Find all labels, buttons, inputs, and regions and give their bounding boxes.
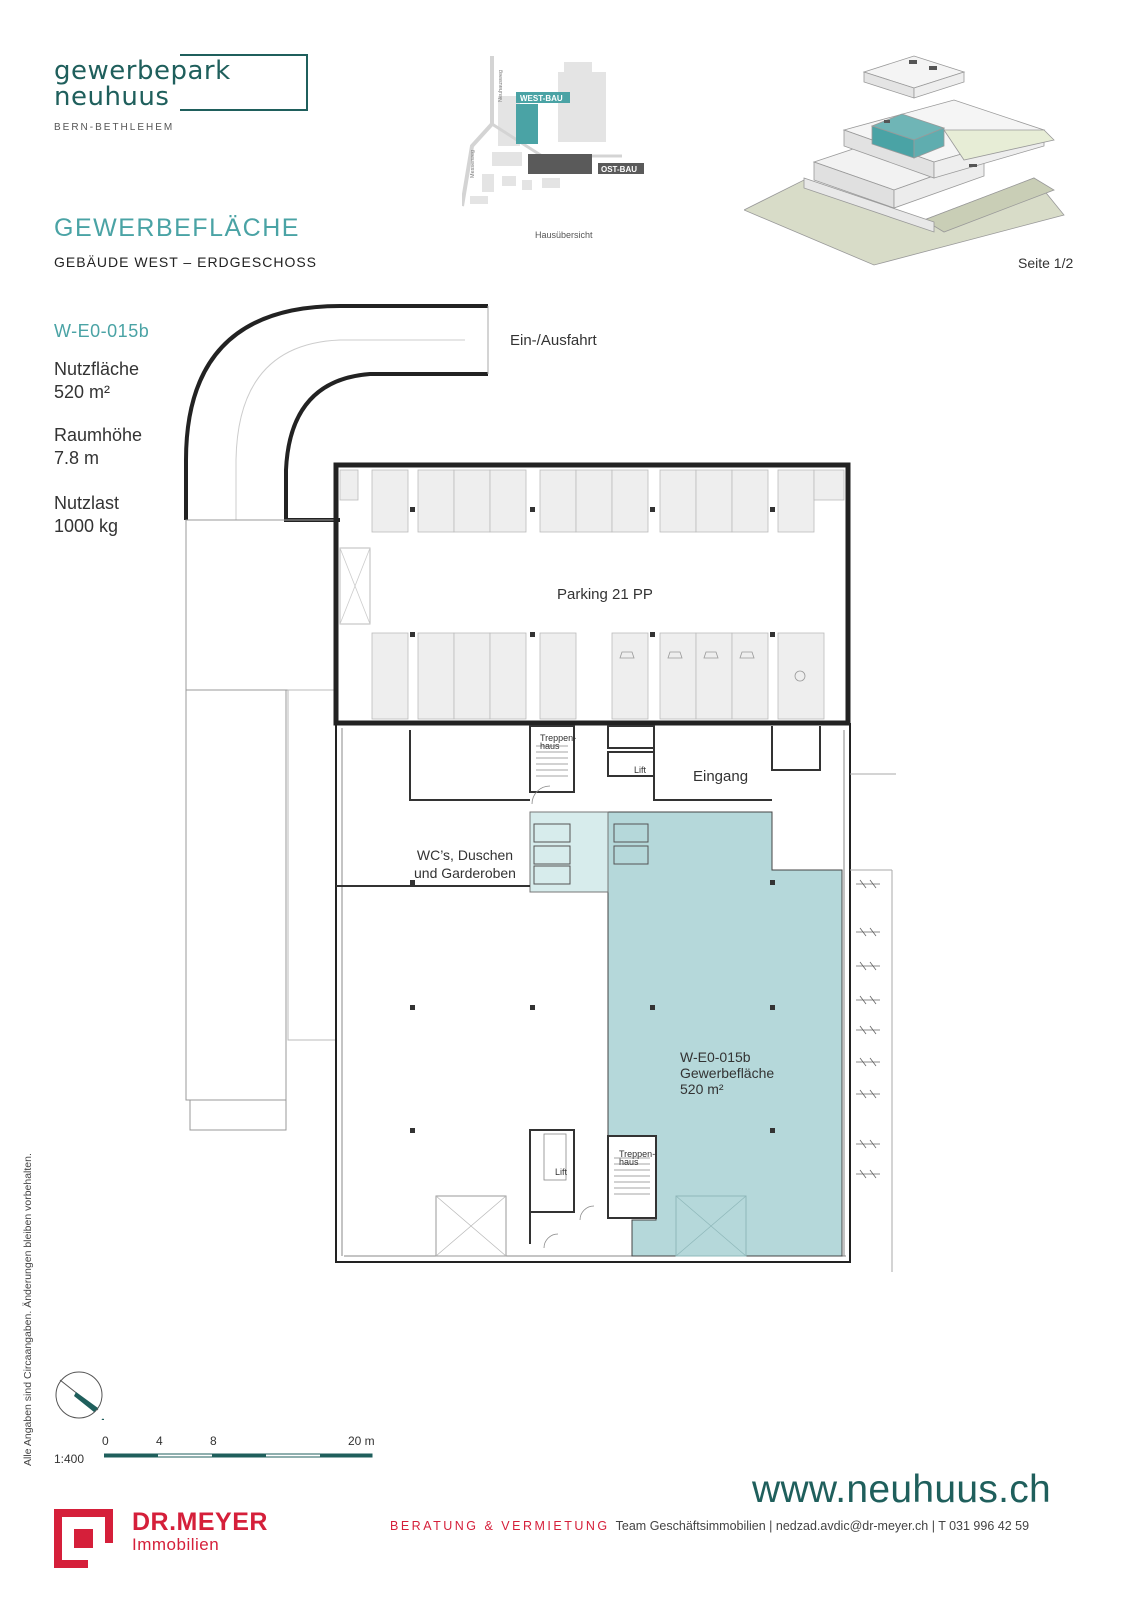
scale-bar — [104, 1453, 373, 1458]
spec-value: 520 m² — [54, 382, 111, 402]
unit-area-id: W-E0-015b — [680, 1049, 751, 1065]
street-label-1: Neuhausweg — [498, 70, 504, 102]
brand-line1: gewerbepark — [54, 56, 231, 86]
contact-accent: BERATUNG & VERMIETUNG — [390, 1519, 610, 1533]
unit-area-label: W-E0-015b Gewerbefläche 520 m² — [680, 1049, 774, 1097]
north-compass-icon: N — [55, 1371, 104, 1420]
unit-area-size: 520 m² — [680, 1081, 724, 1097]
brand-location: BERN-BETHLEHEM — [54, 122, 175, 133]
company-name: DR.MEYER — [132, 1508, 268, 1536]
spec-label: Nutzfläche — [54, 359, 140, 379]
brand-line2: neuhuus — [54, 82, 170, 112]
drmeyer-logo-mark — [54, 1509, 113, 1568]
scale-tick-8: 8 — [210, 1434, 217, 1448]
brand-logo: gewerbepark neuhuus — [54, 54, 308, 114]
spec-value: 1000 kg — [54, 516, 119, 536]
page-subtitle: GEBÄUDE WEST – ERDGESCHOSS — [54, 254, 318, 270]
spec-value: 7.8 m — [54, 448, 100, 468]
street-label-2: Messerweg — [470, 150, 476, 178]
stair-label-bottom-2: haus — [619, 1157, 639, 1167]
ramp-label: Ein-/Ausfahrt — [510, 332, 597, 349]
scale-tick-20: 20 m — [348, 1434, 375, 1448]
lift-label-bottom: Lift — [555, 1167, 568, 1177]
scale-tick-4: 4 — [156, 1434, 163, 1448]
site-overview-map: WEST-BAU OST-BAU Neuhausweg Messerweg — [462, 56, 644, 207]
page-number: Seite 1/2 — [1018, 255, 1074, 271]
spec-nutzlast: Nutzlast 1000 kg — [54, 492, 119, 538]
entrance-label: Eingang — [693, 768, 749, 785]
building-axonometric-illustration — [744, 55, 1065, 266]
site-tag-ost: OST-BAU — [601, 165, 637, 174]
contact-line: BERATUNG & VERMIETUNG Team Geschäftsimmob… — [390, 1519, 1029, 1533]
site-tag-west: WEST-BAU — [520, 94, 563, 103]
company-sub: Immobilien — [132, 1535, 220, 1554]
unit-id: W-E0-015b — [54, 321, 150, 341]
wc-label-line2: und Garderoben — [414, 865, 516, 881]
website-link[interactable]: www.neuhuus.ch — [752, 1468, 1052, 1511]
spec-label: Raumhöhe — [54, 425, 143, 445]
wc-label-line1: WC’s, Duschen — [416, 847, 514, 863]
unit-area-type: Gewerbefläche — [680, 1065, 775, 1081]
scale-ratio: 1:400 — [54, 1452, 85, 1466]
stair-label-bottom-1: Treppen- — [619, 1149, 656, 1159]
spec-label: Nutzlast — [54, 493, 120, 513]
parking-label: Parking 21 PP — [557, 586, 653, 603]
lift-label-top: Lift — [634, 765, 647, 775]
logo-frame — [180, 54, 308, 111]
page-title: GEWERBEFLÄCHE — [54, 214, 300, 242]
wc-label: WC’s, Duschen und Garderoben — [414, 846, 516, 882]
spec-raumhoehe: Raumhöhe 7.8 m — [54, 424, 142, 470]
scale-tick-0: 0 — [102, 1434, 109, 1448]
contact-text: Team Geschäftsimmobilien | nedzad.avdic@… — [615, 1519, 1030, 1533]
stair-label-top-1: Treppen- — [540, 733, 577, 743]
spec-nutzflaeche: Nutzfläche 520 m² — [54, 358, 139, 404]
disclaimer: Alle Angaben sind Circaangaben. Änderung… — [22, 1153, 34, 1466]
svg-text:N: N — [100, 1414, 104, 1420]
site-map-caption: Hausübersicht — [535, 230, 593, 240]
stair-label-top-2: haus — [540, 741, 560, 751]
